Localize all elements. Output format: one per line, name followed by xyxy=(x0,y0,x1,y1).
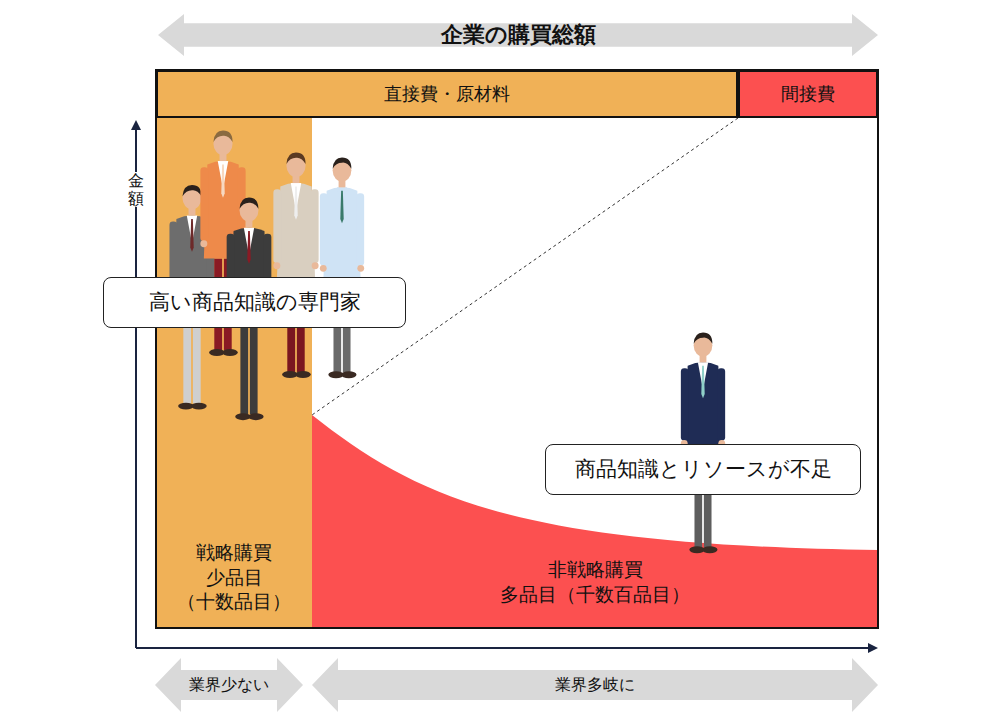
arrow-shape xyxy=(158,14,878,56)
area-band: 戦略購買少品目（十数品目） xyxy=(156,118,312,628)
area-band: 間接費 xyxy=(738,70,878,118)
area-band: 直接費・原材料 xyxy=(156,70,738,118)
node-text: 企業の購買総額 xyxy=(441,21,596,50)
node-text: 非戦略購買 xyxy=(548,557,643,582)
node-text: 戦略購買 xyxy=(196,540,272,565)
x-axis xyxy=(136,647,876,649)
area-band: 非戦略購買多品目（千数百品目） xyxy=(312,535,878,628)
person xyxy=(273,153,318,378)
arrow-band: 業界多岐に xyxy=(312,658,878,712)
person xyxy=(681,333,725,554)
node-text: 商品知識とリソースが不足 xyxy=(575,456,832,483)
node-text: 間接費 xyxy=(781,82,835,105)
frame xyxy=(156,70,878,628)
arrow-band: 業界少ない xyxy=(155,658,303,712)
speech-box: 商品知識とリソースが不足 xyxy=(545,444,861,495)
node-text: 直接費・原材料 xyxy=(384,82,510,105)
node-text: 少品目 xyxy=(206,565,263,590)
node-text: 業界少ない xyxy=(189,675,269,696)
dashed-guide xyxy=(312,118,738,415)
node-text: 高い商品知識の専門家 xyxy=(149,289,361,316)
axis-label: 金額 xyxy=(128,172,144,207)
node-text: （十数品目） xyxy=(177,589,291,614)
node-text: 多品目（千数百品目） xyxy=(500,582,690,607)
arrow-shape xyxy=(312,658,878,712)
arrow-shape xyxy=(155,658,303,712)
node-text: 業界多岐に xyxy=(555,675,635,696)
non-strategic-area xyxy=(312,415,878,628)
arrow-band: 企業の購買総額 xyxy=(158,14,878,56)
speech-box: 高い商品知識の専門家 xyxy=(103,277,406,328)
person xyxy=(320,158,364,379)
